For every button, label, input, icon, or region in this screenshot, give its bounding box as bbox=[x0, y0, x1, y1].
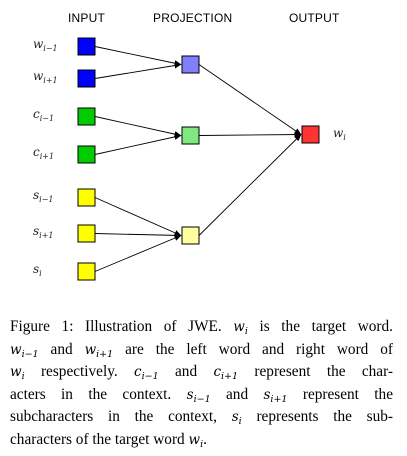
projection-column-header: PROJECTION bbox=[153, 11, 233, 25]
output-column-header: OUTPUT bbox=[289, 11, 340, 25]
jwe-architecture-diagram bbox=[77, 37, 320, 281]
input-label-1: wi−1 bbox=[33, 37, 58, 53]
input-label-2: wi+1 bbox=[33, 69, 58, 85]
input-label-7: si bbox=[33, 262, 42, 278]
input-column-header: INPUT bbox=[68, 11, 105, 25]
input-label-5: si−1 bbox=[33, 188, 54, 204]
output-label: wi bbox=[333, 126, 346, 142]
input-node-6 bbox=[77, 224, 96, 243]
caption-line-6: characters of the target word wi. bbox=[10, 430, 207, 450]
input-label-3: ci−1 bbox=[33, 107, 55, 123]
input-to-projection-edge-6 bbox=[94, 232, 182, 239]
input-to-projection-edge-3 bbox=[94, 116, 182, 138]
caption-line-4: acters in the context. si−1 and si+1 rep… bbox=[10, 385, 393, 405]
input-node-5 bbox=[77, 188, 96, 207]
output-node bbox=[301, 125, 320, 144]
projection-to-output-edge-2 bbox=[198, 131, 302, 138]
input-node-7 bbox=[77, 262, 96, 281]
projection-node-3 bbox=[181, 226, 200, 245]
figure-caption: Figure 1: Illustration of JWE. wi is the… bbox=[10, 316, 393, 451]
caption-line-1: Figure 1: Illustration of JWE. wi is the… bbox=[10, 318, 393, 337]
projection-to-output-edge-3 bbox=[198, 134, 302, 236]
projection-to-output-edge-1 bbox=[198, 64, 302, 135]
input-to-projection-edge-1 bbox=[94, 46, 182, 67]
input-label-6: si+1 bbox=[33, 224, 54, 240]
caption-line-5: subcharacters in the context, si represe… bbox=[10, 408, 394, 427]
input-to-projection-edge-7 bbox=[94, 235, 182, 272]
input-to-projection-edge-2 bbox=[94, 62, 182, 79]
input-to-projection-edge-5 bbox=[94, 197, 182, 236]
input-node-4 bbox=[77, 145, 96, 164]
input-node-2 bbox=[77, 69, 96, 88]
input-node-1 bbox=[77, 37, 96, 56]
input-label-4: ci+1 bbox=[33, 145, 55, 161]
caption-line-2: wi−1 and wi+1 are the left word and righ… bbox=[10, 340, 393, 360]
caption-line-3: wi respectively. ci−1 and ci+1 represent… bbox=[10, 363, 393, 382]
projection-node-2 bbox=[181, 126, 200, 145]
projection-node-1 bbox=[181, 55, 200, 74]
input-node-3 bbox=[77, 107, 96, 126]
input-to-projection-edge-4 bbox=[94, 133, 182, 155]
